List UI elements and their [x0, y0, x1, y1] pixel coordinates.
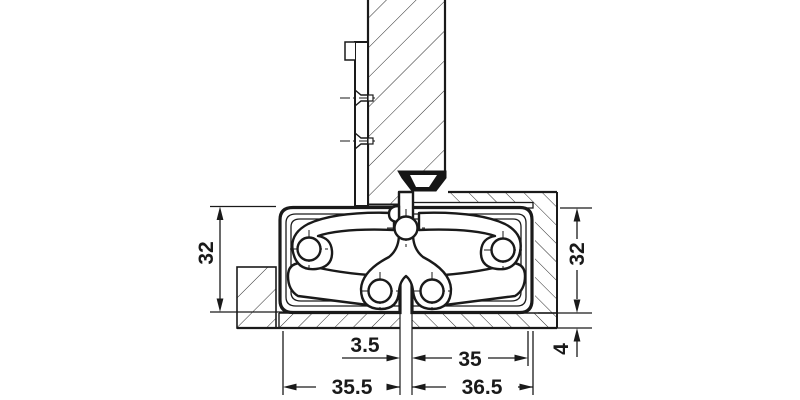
door-seal — [397, 170, 447, 192]
dim-cup-width-right: 35 — [458, 348, 482, 371]
countersunk-screw-bottom — [340, 132, 378, 150]
dim-bottom-web: 4 — [550, 343, 573, 355]
dim-cup-height-left: 32 — [195, 241, 218, 264]
dim-gap: 3.5 — [350, 334, 380, 357]
dim-cup-height-right: 32 — [566, 242, 589, 265]
countersunk-screw-top — [340, 89, 378, 107]
dimension-arrows — [216, 206, 581, 391]
dim-cup-width-right-overall: 36.5 — [462, 376, 503, 399]
dim-cup-width-left-overall: 35.5 — [332, 376, 373, 399]
mounting-plate — [344, 41, 369, 207]
